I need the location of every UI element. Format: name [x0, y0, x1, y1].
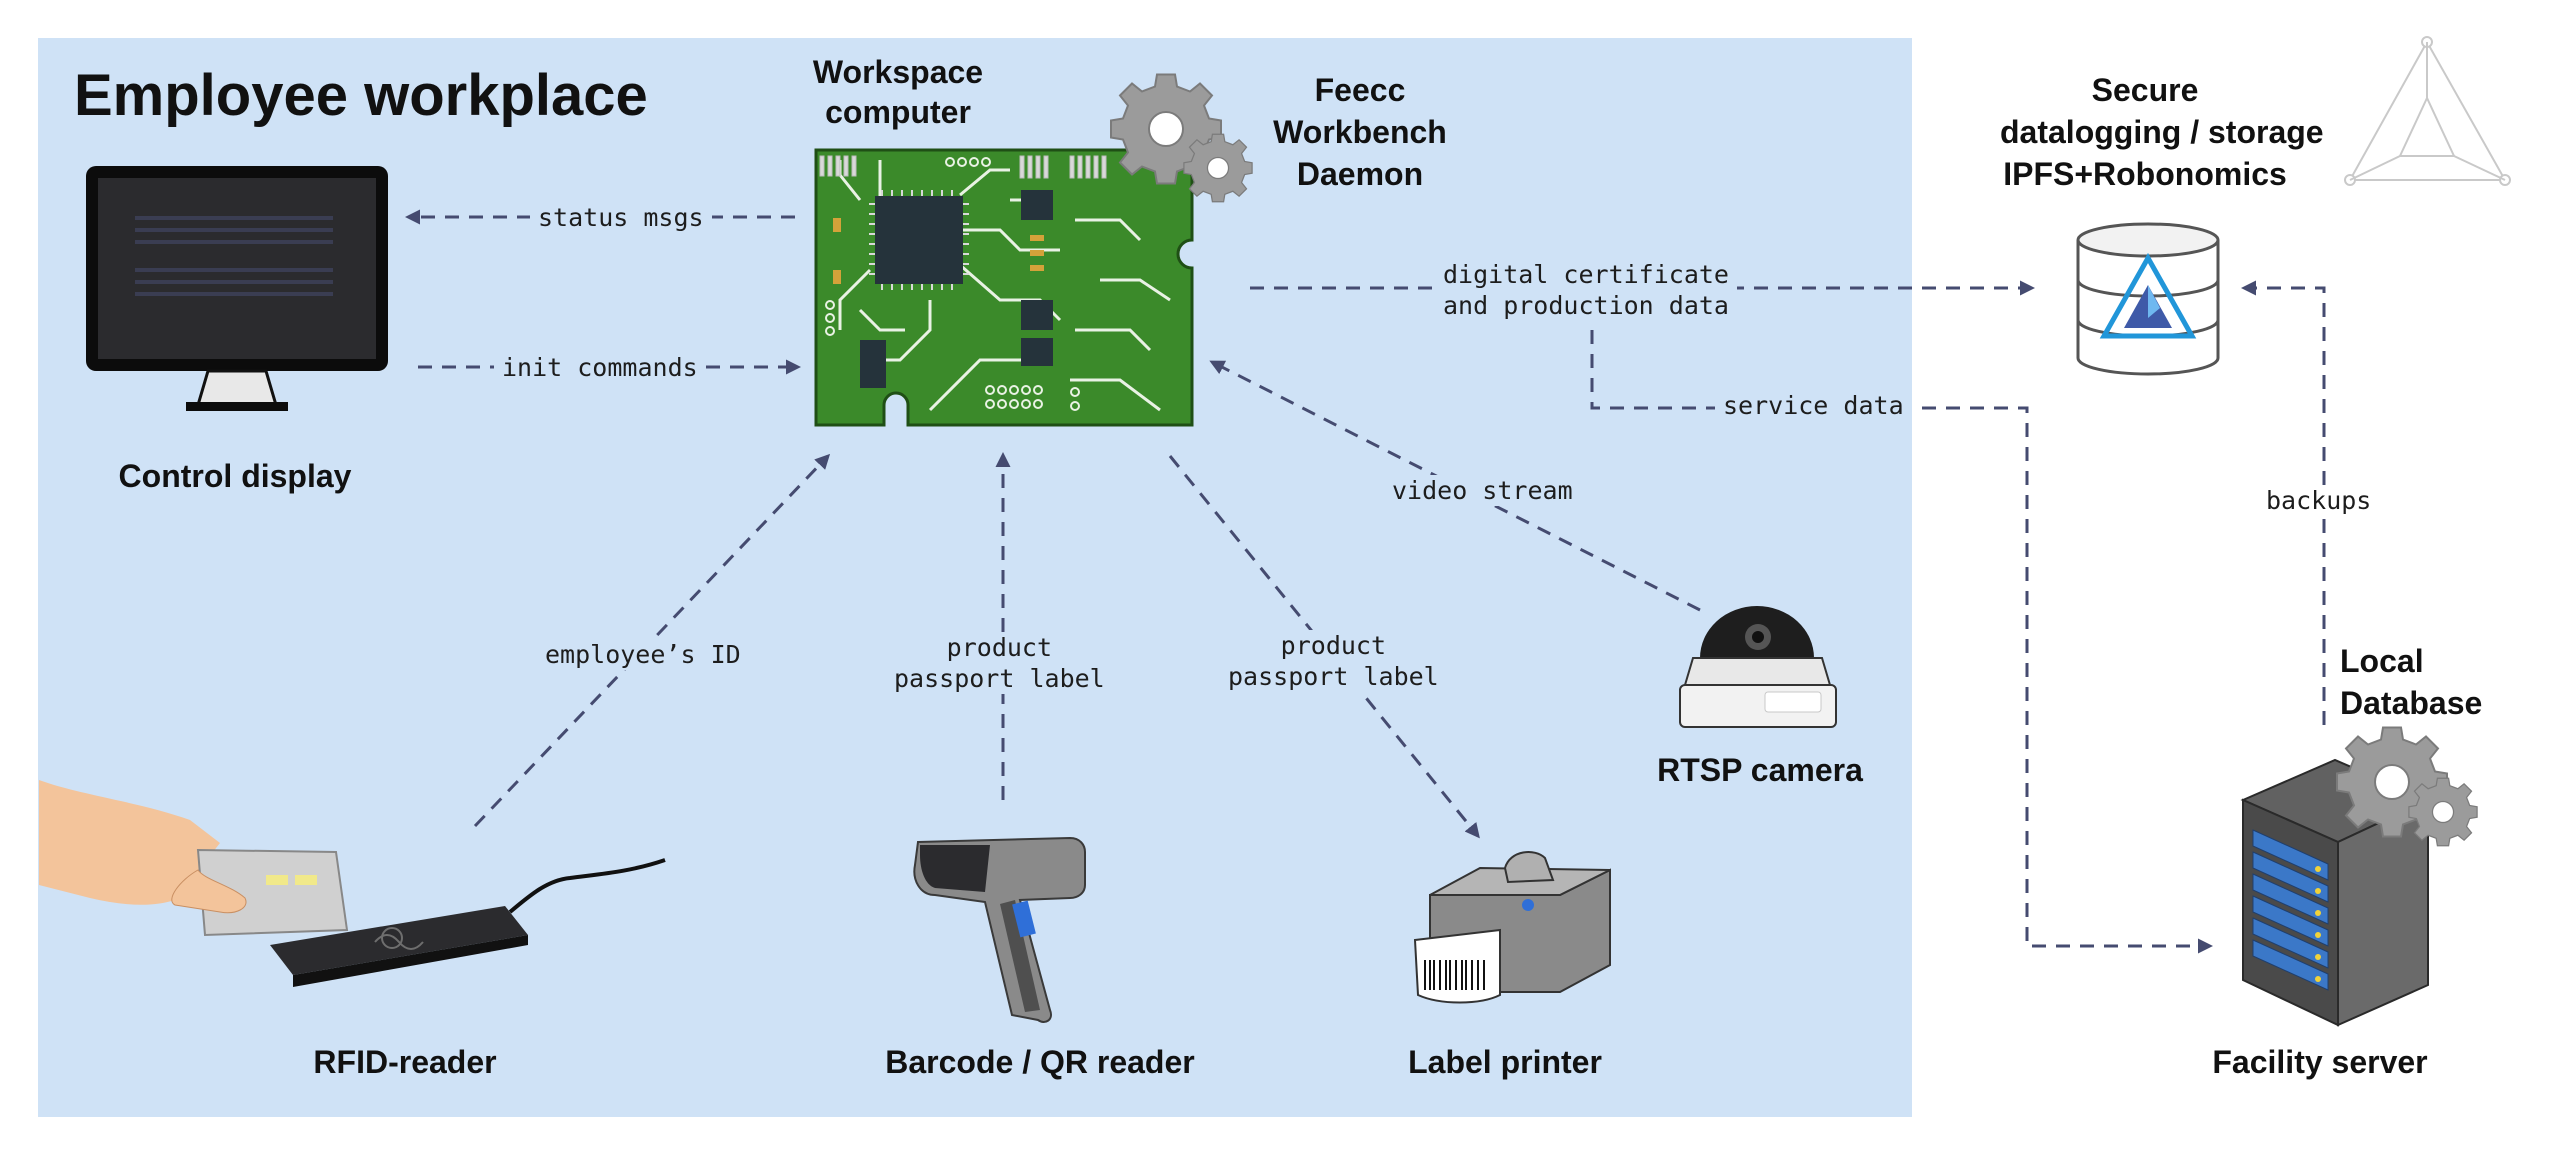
panel-title: Employee workplace	[74, 63, 648, 128]
flow-video-stream: video stream	[1384, 475, 1581, 506]
barcode-scanner-icon	[913, 836, 1086, 1023]
label-printer-label: Label printer	[1408, 1044, 1602, 1080]
facility-server-label: Facility server	[2212, 1044, 2428, 1080]
dome-camera-icon	[1679, 606, 1837, 728]
arrow-service-data	[1590, 330, 2213, 954]
arrows	[405, 209, 2326, 954]
rtsp-camera-label: RTSP camera	[1657, 752, 1863, 788]
rfid-reader-label: RFID-reader	[313, 1044, 497, 1080]
monitor-icon	[86, 166, 388, 411]
flow-service-data: service data	[1715, 390, 1912, 421]
label-printer-icon	[1413, 851, 1611, 1004]
local-database-label: Local Database	[2340, 643, 2483, 721]
arrow-employee-id	[473, 453, 831, 828]
arrow-backups	[2241, 280, 2326, 725]
flow-certificate: digital certificate and production data	[1435, 259, 1737, 321]
storage-label: Secure datalogging / storage IPFS+Robono…	[2000, 72, 2324, 192]
flow-init-commands: init commands	[494, 352, 706, 383]
circuit-board-icon	[814, 148, 1194, 427]
database-icon	[2076, 222, 2220, 376]
workspace-computer-label: Workspace computer	[812, 54, 984, 130]
flow-employee-id: employee’s ID	[537, 639, 749, 670]
robonomics-logo-icon	[2344, 36, 2511, 186]
rfid-card-reader-icon	[39, 780, 666, 987]
flow-backups: backups	[2258, 485, 2380, 516]
barcode-reader-label: Barcode / QR reader	[885, 1044, 1195, 1080]
flow-status-msgs: status msgs	[530, 202, 712, 233]
control-display-label: Control display	[118, 458, 352, 494]
server-rack-icon	[2240, 726, 2478, 1027]
flow-passport-out: product passport label	[1220, 630, 1447, 692]
flow-passport-in: product passport label	[886, 632, 1113, 694]
daemon-label: Feecc Workbench Daemon	[1273, 72, 1447, 192]
